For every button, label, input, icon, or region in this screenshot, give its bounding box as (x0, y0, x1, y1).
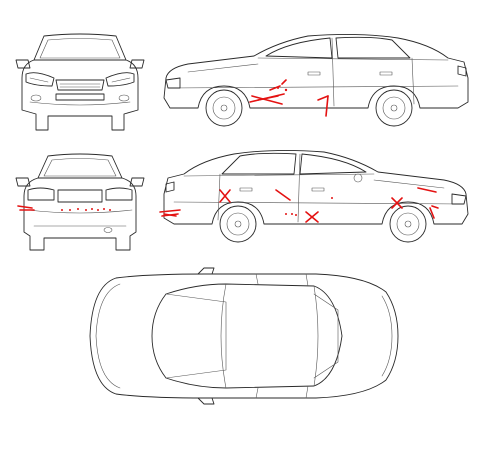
rear-body-outline (15, 153, 145, 251)
car-front-view (15, 33, 145, 131)
front-body-outline (15, 33, 145, 131)
side-right-wheels (205, 89, 413, 127)
front-grille (29, 79, 131, 106)
side-right-windows (265, 36, 415, 107)
car-rear-view (15, 153, 145, 251)
rear-damage-marks (17, 205, 111, 211)
side-left-damage-marks (159, 187, 439, 223)
side-left-wheels (219, 205, 427, 243)
side-right-details (165, 65, 467, 89)
side-left-windows (217, 152, 367, 223)
top-mirrors-and-doors (197, 267, 309, 405)
side-right-body-outline (163, 33, 469, 109)
side-left-body-outline (163, 149, 469, 225)
top-roof-and-glass (151, 283, 343, 389)
side-left-details (165, 173, 467, 205)
top-body-outline (89, 273, 399, 399)
side-right-damage-marks (249, 79, 329, 117)
front-headlights (25, 72, 135, 87)
car-side-view-left (159, 149, 469, 243)
car-top-view (89, 267, 399, 405)
rear-lights-and-plate (27, 187, 133, 233)
car-side-view-right (163, 33, 469, 127)
